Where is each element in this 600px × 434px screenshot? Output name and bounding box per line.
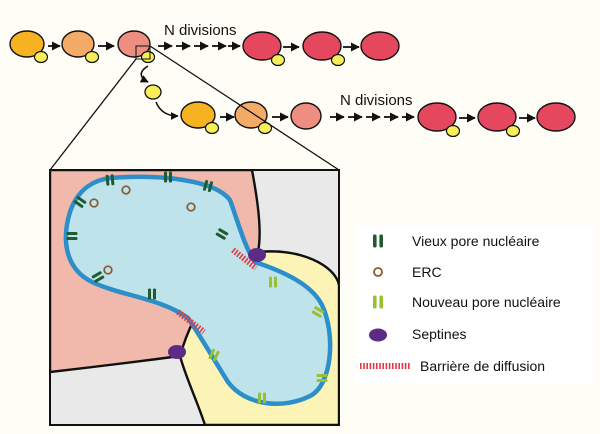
diffusion-barrier-bud	[176, 309, 206, 335]
cell-old-1	[242, 31, 286, 67]
septin-upper	[248, 248, 266, 262]
cell-young-2	[180, 101, 220, 135]
cell-old-5	[477, 102, 521, 138]
legend-label-new-pore: Nouveau pore nucléaire	[412, 294, 561, 310]
second-lineage: N divisions	[180, 92, 576, 138]
erc-icon	[373, 267, 383, 277]
zoom-line-left	[49, 58, 137, 171]
cell-old-4	[417, 102, 461, 138]
cell-salmon-1	[117, 30, 156, 64]
cell-salmon-2	[290, 102, 322, 130]
legend: Vieux pore nucléaire ERC Nouveau pore nu…	[355, 226, 595, 384]
top-lineage-label: N divisions	[164, 22, 237, 39]
new-pore-icon	[373, 295, 383, 309]
legend-label-old-pore: Vieux pore nucléaire	[412, 233, 540, 249]
legend-item-erc: ERC	[373, 264, 442, 280]
nucleus-inset	[49, 169, 340, 426]
septin-icon	[369, 328, 387, 342]
released-bud	[144, 84, 162, 100]
cell-young-1	[9, 30, 49, 64]
legend-box	[355, 226, 595, 384]
cell-mid-2	[234, 101, 273, 135]
cell-old-2	[302, 31, 346, 67]
cell-old-6	[536, 102, 576, 132]
bud-release-arrow	[139, 65, 149, 83]
second-lineage-label: N divisions	[340, 92, 413, 109]
zoom-region-box	[135, 45, 151, 60]
bud-growth-arrow	[155, 101, 179, 120]
legend-label-septin: Septines	[412, 326, 466, 342]
zoom-line-right	[149, 45, 340, 171]
legend-label-erc: ERC	[412, 264, 442, 280]
inset-border	[49, 169, 340, 426]
erc-circles	[89, 185, 196, 275]
cell-mid-1	[61, 30, 100, 64]
legend-item-new-pore: Nouveau pore nucléaire	[373, 294, 561, 310]
legend-item-diffusion-barrier: Barrière de diffusion	[360, 358, 545, 374]
top-lineage: N divisions	[9, 22, 400, 67]
cell-old-3	[360, 31, 400, 61]
legend-label-diffusion-barrier: Barrière de diffusion	[420, 358, 545, 374]
septin-lower	[168, 345, 186, 359]
legend-item-old-pore: Vieux pore nucléaire	[373, 233, 540, 249]
old-pore-icon	[373, 234, 383, 248]
nucleus	[63, 174, 333, 406]
legend-item-septin: Septines	[369, 326, 466, 342]
